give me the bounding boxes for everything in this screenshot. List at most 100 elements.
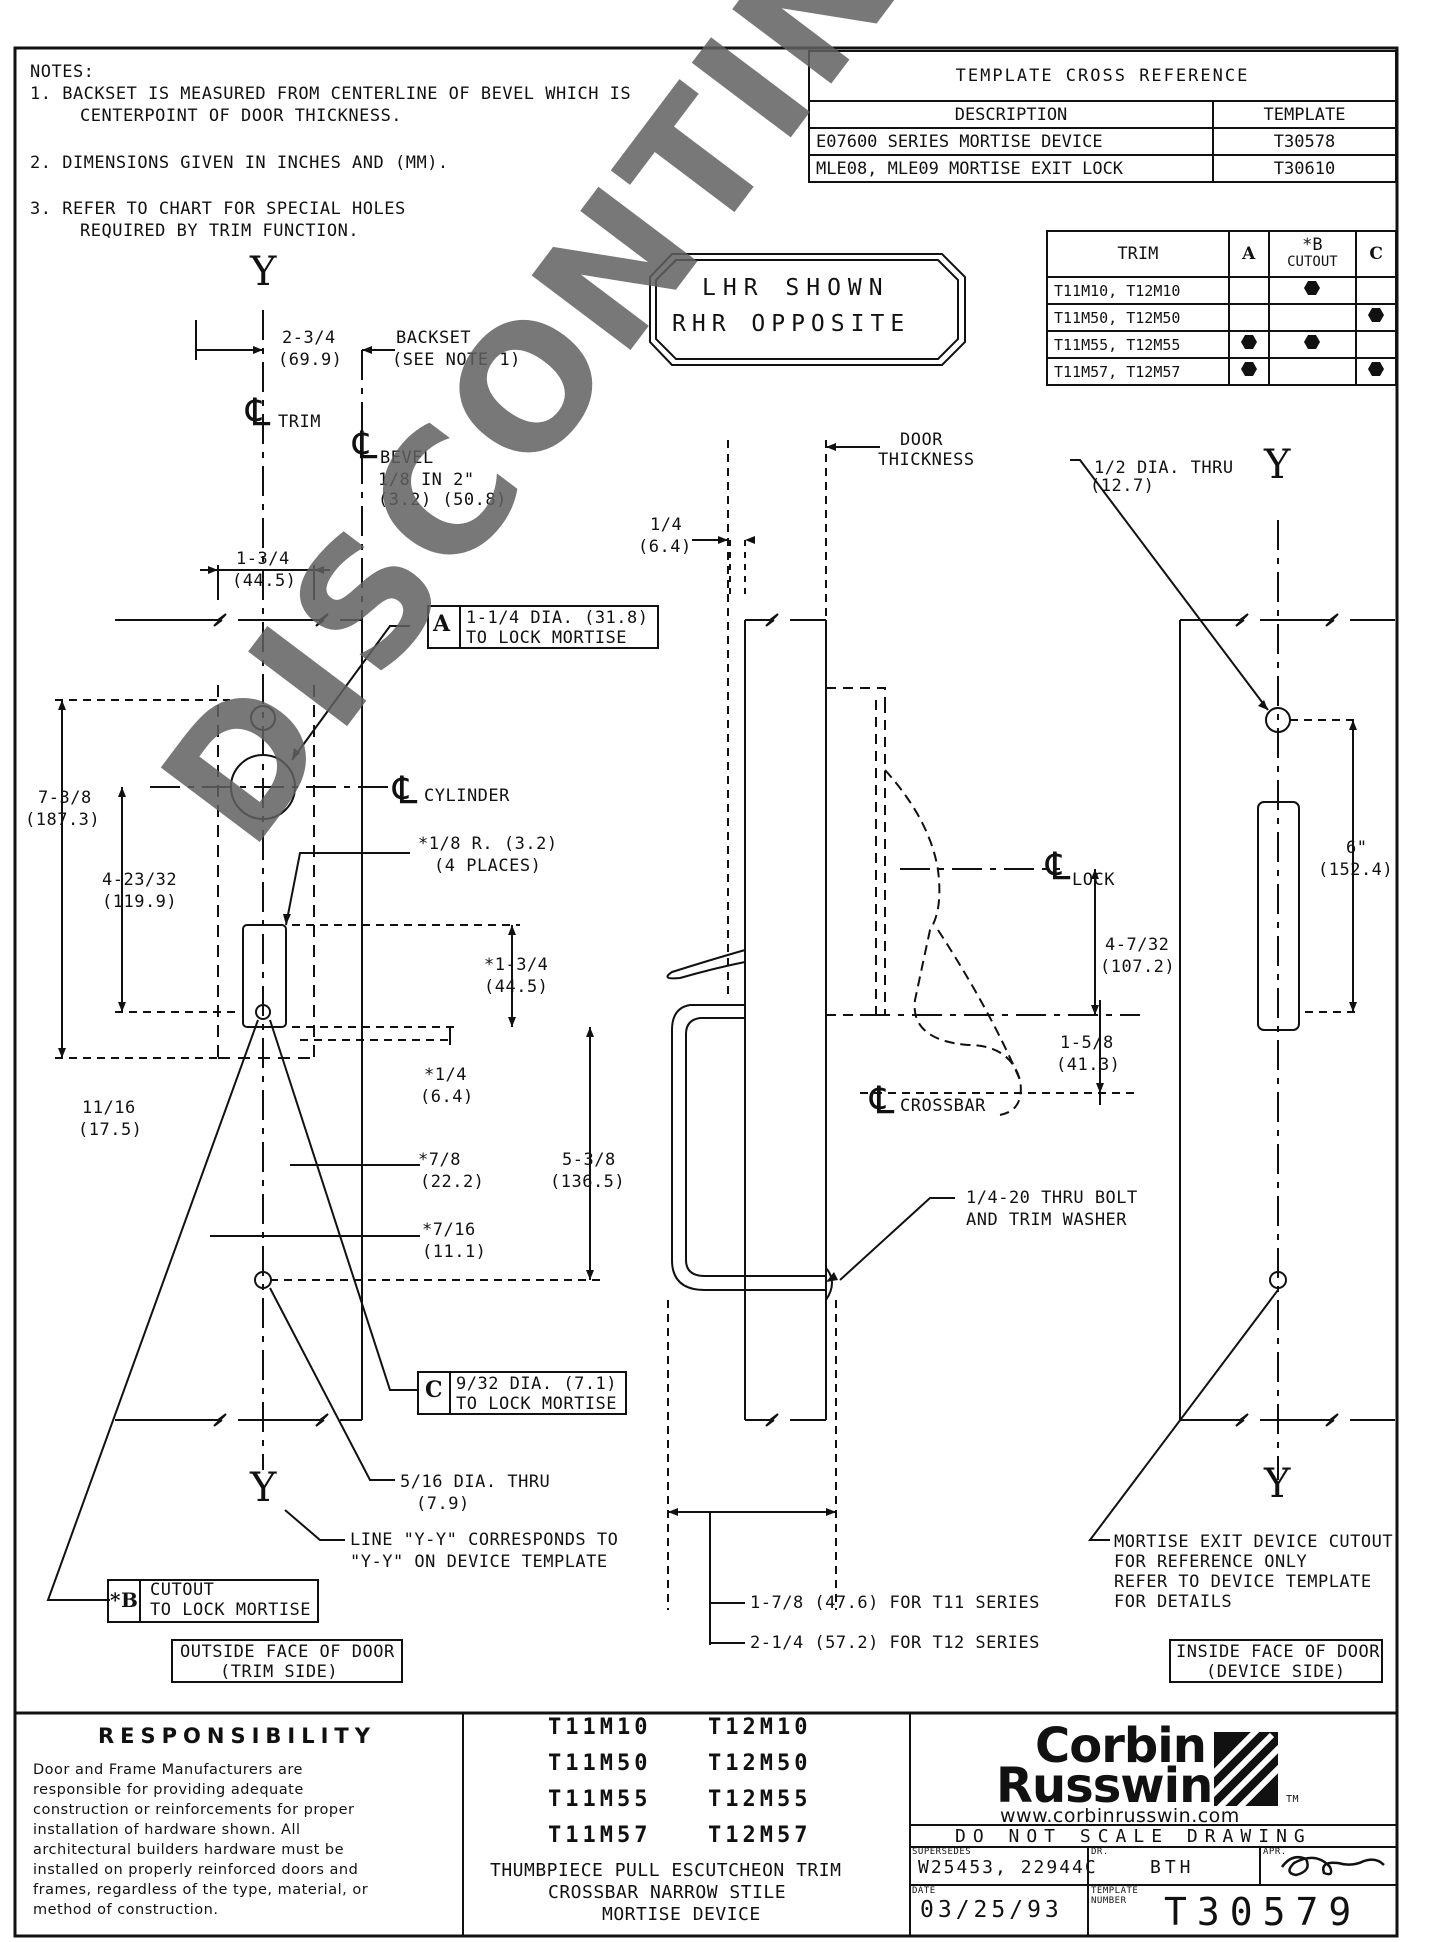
xref-row-desc: E07600 SERIES MORTISE DEVICE — [808, 127, 1214, 156]
trim-hole-cell-a — [1227, 276, 1270, 305]
cutout-b-to-lock: TO LOCK MORTISE — [150, 1600, 312, 1620]
lock-label: LOCK — [1072, 870, 1115, 890]
trim-row: T11M55, T12M55 — [1046, 330, 1397, 359]
brand-trademark: TM — [1286, 1794, 1300, 1805]
hole-1-2-thru: 1/2 DIA. THRU — [1094, 458, 1234, 478]
dim-star-1-3-4: *1-3/4 — [484, 955, 549, 975]
note-1-line1: 1. BACKSET IS MEASURED FROM CENTERLINE O… — [30, 84, 632, 104]
dim-6-inch-mm: (152.4) — [1318, 860, 1394, 880]
cutout-b-label: CUTOUT — [150, 1580, 215, 1600]
xref-row: E07600 SERIES MORTISE DEVICE T30578 — [808, 127, 1397, 156]
trim-row-label: T11M57, T12M57 — [1046, 357, 1230, 386]
note-1-line2: CENTERPOINT OF DOOR THICKNESS. — [80, 106, 403, 126]
trim-hole-cell-b — [1267, 276, 1358, 305]
y-axis-label-top-left: Y — [250, 249, 277, 295]
date-value: 03/25/93 — [920, 1897, 1063, 1923]
line-yy-note-2: "Y-Y" ON DEVICE TEMPLATE — [350, 1552, 608, 1572]
mortise-cutout-note-1: MORTISE EXIT DEVICE CUTOUT — [1114, 1532, 1394, 1552]
dim-1-5-8-mm: (41.3) — [1056, 1055, 1121, 1075]
hand-lhr-shown: LHR SHOWN — [702, 275, 890, 301]
thru-bolt-label: 1/4-20 THRU BOLT — [966, 1188, 1138, 1208]
trim-col-trim: TRIM — [1046, 230, 1230, 278]
hand-rhr-opposite: RHR OPPOSITE — [672, 311, 911, 337]
trim-hole-cell-b — [1267, 303, 1358, 332]
hole-required-marker-icon — [1240, 335, 1257, 349]
xref-col-template: TEMPLATE — [1212, 100, 1397, 129]
dim-4-7-32: 4-7/32 — [1105, 935, 1170, 955]
supersedes-label: SUPERSEDES — [912, 1847, 972, 1857]
line-yy-note-1: LINE "Y-Y" CORRESPONDS TO — [350, 1530, 619, 1550]
notes-heading: NOTES: — [30, 62, 95, 82]
dim-1-3-4-mm: (44.5) — [232, 571, 297, 591]
trim-row-label: T11M10, T12M10 — [1046, 276, 1230, 305]
mortise-cutout-note-3: REFER TO DEVICE TEMPLATE — [1114, 1572, 1372, 1592]
dim-star-7-16-mm: (11.1) — [422, 1242, 487, 1262]
responsibility-text: Door and Frame Manufacturers are respons… — [33, 1762, 369, 1918]
y-axis-label-bottom-right: Y — [1264, 1461, 1291, 1507]
hole-a-to-lock: TO LOCK MORTISE — [466, 628, 628, 648]
dim-star-1-4: *1/4 — [424, 1065, 467, 1085]
trim-col-a: A — [1227, 230, 1270, 278]
dim-5-3-8-mm: (136.5) — [550, 1172, 626, 1192]
product-desc-3: MORTISE DEVICE — [602, 1904, 761, 1925]
centerline-bevel-symbol: ℄ — [353, 423, 378, 467]
hole-1-2-mm: (12.7) — [1090, 476, 1155, 496]
trim-row: T11M57, T12M57 — [1046, 357, 1397, 386]
template-number-label-1: TEMPLATE — [1091, 1886, 1139, 1896]
do-not-scale-drawing: DO NOT SCALE DRAWING — [955, 1826, 1312, 1847]
dim-7-3-8-mm: (187.3) — [25, 810, 101, 830]
trim-row: T11M10, T12M10 — [1046, 276, 1397, 305]
dim-1-5-8: 1-5/8 — [1060, 1033, 1114, 1053]
hole-5-16-mm: (7.9) — [416, 1494, 470, 1514]
inside-face-device-side: (DEVICE SIDE) — [1206, 1662, 1346, 1682]
hole-a-diameter: 1-1/4 DIA. (31.8) — [466, 608, 649, 628]
hole-c-diameter: 9/32 DIA. (7.1) — [456, 1374, 618, 1394]
centerline-lock-symbol: ℄ — [1046, 844, 1071, 888]
trim-hole-cell-c — [1355, 276, 1397, 305]
dim-1-4-mm: (6.4) — [638, 537, 692, 557]
dim-5-3-8: 5-3/8 — [562, 1150, 616, 1170]
dim-4-23-32: 4-23/32 — [102, 870, 178, 890]
template-number-value: T30579 — [1164, 1890, 1362, 1934]
hole-required-marker-icon — [1304, 281, 1321, 295]
door-thickness-label-2: THICKNESS — [878, 450, 975, 470]
note-2: 2. DIMENSIONS GIVEN IN INCHES AND (MM). — [30, 153, 449, 173]
bevel-ratio-mm: (3.2) (50.8) — [378, 490, 507, 510]
dim-star-1-3-4-mm: (44.5) — [484, 977, 549, 997]
responsibility-title: RESPONSIBILITY — [98, 1724, 376, 1748]
template-cross-reference-table: TEMPLATE CROSS REFERENCE DESCRIPTION TEM… — [808, 50, 1397, 183]
crossbar-label: CROSSBAR — [900, 1096, 986, 1116]
cylinder-label: CYLINDER — [424, 786, 510, 806]
radius-1-8: *1/8 R. (3.2) — [418, 834, 558, 854]
hole-required-marker-icon — [1240, 362, 1257, 376]
trim-row-label: T11M50, T12M50 — [1046, 303, 1230, 332]
hole-required-marker-icon — [1304, 335, 1321, 349]
dim-11-16-mm: (17.5) — [78, 1120, 143, 1140]
note-3-line1: 3. REFER TO CHART FOR SPECIAL HOLES — [30, 199, 406, 219]
y-axis-label-top-right: Y — [1264, 442, 1291, 488]
brand-corbin: Corbin — [1035, 1718, 1207, 1774]
dim-star-7-16: *7/16 — [422, 1220, 476, 1240]
bevel-label: BEVEL — [380, 448, 434, 468]
date-label: DATE — [912, 1886, 936, 1896]
trim-hole-chart: TRIM A *B CUTOUT C T11M10, T12M10 T11M50… — [1046, 230, 1397, 386]
dim-1-3-4: 1-3/4 — [236, 549, 290, 569]
template-number-label-2: NUMBER — [1091, 1896, 1127, 1906]
trim-washer-label: AND TRIM WASHER — [966, 1210, 1128, 1230]
dim-star-7-8-mm: (22.2) — [420, 1172, 485, 1192]
xref-row-desc: MLE08, MLE09 MORTISE EXIT LOCK — [808, 154, 1214, 183]
dim-11-16: 11/16 — [82, 1098, 136, 1118]
dim-t11-series: 1-7/8 (47.6) FOR T11 SERIES — [750, 1593, 1040, 1613]
mortise-cutout-note-4: FOR DETAILS — [1114, 1592, 1233, 1612]
model-t11m10: T11M10 — [548, 1715, 652, 1740]
model-t12m10: T12M10 — [708, 1715, 812, 1740]
xref-row-template: T30610 — [1212, 154, 1397, 183]
hole-required-marker-icon — [1368, 308, 1385, 322]
trim-hole-cell-a — [1227, 357, 1270, 386]
model-t12m55: T12M55 — [708, 1787, 812, 1812]
model-t12m50: T12M50 — [708, 1751, 812, 1776]
hole-c-tag: C — [425, 1377, 444, 1403]
dim-star-1-4-mm: (6.4) — [420, 1087, 474, 1107]
backset-note: (SEE NOTE 1) — [392, 350, 521, 370]
